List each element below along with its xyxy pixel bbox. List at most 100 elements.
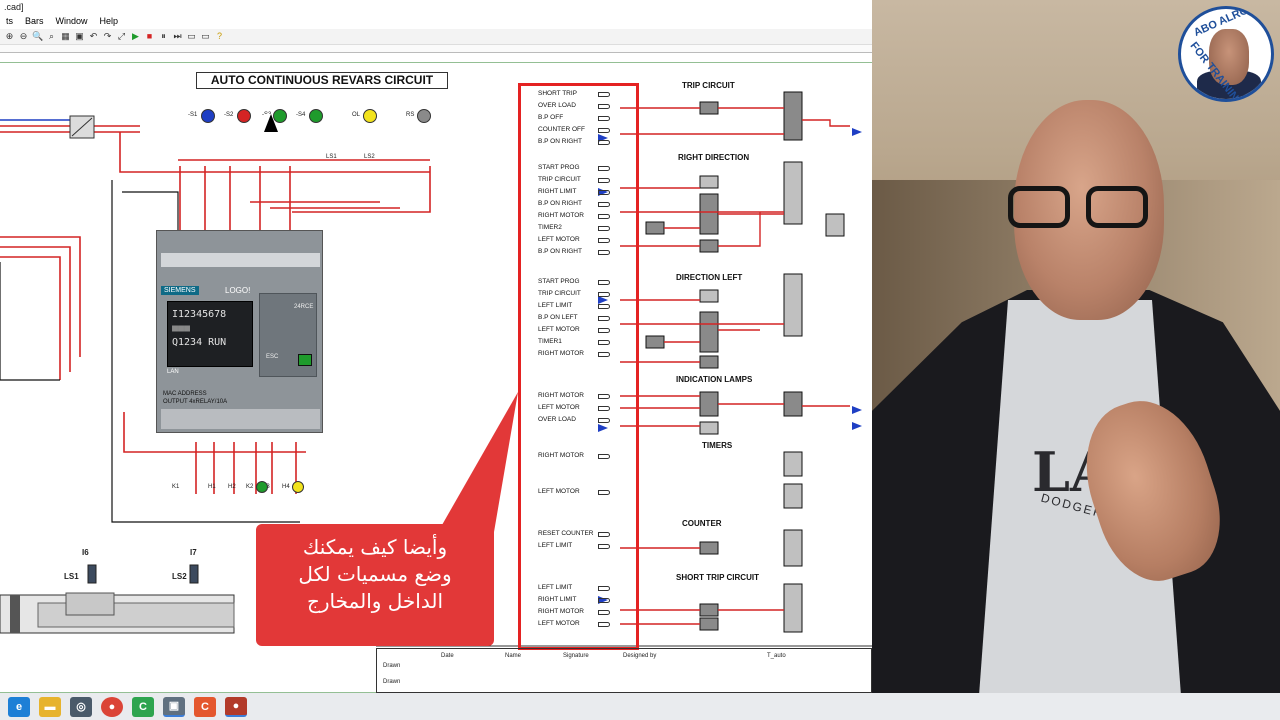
signal-label: RIGHT LIMIT (538, 596, 577, 603)
signal-connector-icon (598, 128, 610, 133)
recorder-icon[interactable]: ● (225, 696, 247, 717)
signal-label: START PROG (538, 278, 580, 285)
info-icon[interactable]: ? (216, 31, 222, 41)
lamp-h4-icon (292, 481, 304, 493)
plc-ok-icon[interactable] (298, 354, 312, 366)
signal-label: RIGHT MOTOR (538, 392, 584, 399)
signal-connector-icon (598, 140, 610, 145)
signal-label: TIMER1 (538, 338, 562, 345)
redo-icon[interactable]: ↷ (103, 31, 112, 41)
camtasia-icon[interactable]: C (132, 696, 154, 717)
plc-outputs: OUTPUT 4xRELAY/10A (163, 399, 228, 405)
lcd-inputs: I12345678 (172, 309, 227, 320)
image-icon[interactable]: ▣ (75, 31, 84, 41)
drawing-title-block: Drawn Drawn Date Name Signature Designed… (376, 648, 872, 693)
button-rs-icon[interactable] (417, 109, 431, 123)
signal-label: TRIP CIRCUIT (538, 290, 581, 297)
label-s1: -S1 (188, 112, 198, 118)
zoom-fit-icon[interactable]: 🔍 (32, 31, 44, 41)
logo-soft-icon[interactable]: ▣ (163, 696, 185, 717)
diagram-title: AUTO CONTINUOUS REVARS CIRCUIT (196, 72, 448, 89)
signal-connector-icon (598, 316, 610, 321)
plc-keypad[interactable]: 24RCE ESC (259, 293, 317, 377)
tb-designed-by: Designed by (623, 653, 657, 659)
window-icon[interactable]: ▭ (187, 31, 196, 41)
window2-icon[interactable]: ▭ (201, 31, 210, 41)
folder-icon[interactable]: ▬ (39, 696, 61, 717)
app-icon[interactable]: ◎ (70, 696, 92, 717)
webcam-feed: LA DODGERS ABO ALROSHD FOR TRAINING (872, 0, 1280, 693)
signal-connector-icon (598, 544, 610, 549)
signal-connector-icon (598, 304, 610, 309)
signal-connector-icon (598, 166, 610, 171)
label-k2: K2 (246, 484, 254, 490)
ruler (0, 45, 872, 53)
signal-label: RIGHT MOTOR (538, 608, 584, 615)
menu-item-window[interactable]: Window (55, 16, 88, 26)
grid-icon[interactable]: ▦ (61, 31, 70, 41)
label-h1: H1 (208, 484, 216, 490)
menu-item-help[interactable]: Help (99, 16, 119, 26)
label-i6: I6 (82, 548, 89, 557)
step-icon[interactable]: ⏭ (173, 31, 182, 41)
diagram-canvas[interactable]: AUTO CONTINUOUS REVARS CIRCUIT -S1 -S2 -… (0, 62, 872, 693)
signal-connector-icon (598, 394, 610, 399)
channel-badge: ABO ALROSHD FOR TRAINING (1178, 6, 1274, 102)
signal-label: COUNTER OFF (538, 126, 585, 133)
edge-icon[interactable]: e (8, 696, 30, 717)
plc-esc: ESC (266, 354, 279, 360)
zoom-out-icon[interactable]: ⊖ (19, 31, 28, 41)
signal-connector-icon (598, 250, 610, 255)
menu-item-bars[interactable]: Bars (25, 16, 44, 26)
tb-file: T_auto (767, 653, 786, 659)
pause-icon[interactable]: ⏸ (161, 31, 166, 41)
label-h2: H2 (228, 484, 236, 490)
signal-label: LEFT LIMIT (538, 302, 573, 309)
stop-icon[interactable]: ■ (146, 31, 153, 41)
menu-item-tools[interactable]: ts (6, 16, 14, 26)
link-icon[interactable]: ⤢ (117, 31, 126, 41)
label-rs: RS (406, 112, 415, 118)
signal-connector-icon (598, 490, 610, 495)
siemens-logo-plc[interactable]: SIEMENS LOGO! I12345678 ■■■ Q1234 RUN LA… (156, 230, 323, 433)
label-h4: H4 (282, 484, 290, 490)
signal-label: RESET COUNTER (538, 530, 594, 537)
button-s1-icon[interactable] (201, 109, 215, 123)
section-left: DIRECTION LEFT (676, 273, 743, 282)
signal-label: RIGHT MOTOR (538, 452, 584, 459)
tb-drawn-2: Drawn (383, 679, 401, 685)
signal-connector-icon (598, 214, 610, 219)
label-ls2: LS2 (364, 154, 375, 160)
cad-application-window: .cad] ts Bars Window Help ⊕ ⊖ 🔍 ⌕ ▦ ▣ ↶ … (0, 0, 872, 693)
signal-connector-icon (598, 622, 610, 627)
button-s2-icon[interactable] (237, 109, 251, 123)
tb-name: Name (505, 653, 522, 659)
section-right: RIGHT DIRECTION (678, 153, 750, 162)
chrome-icon[interactable]: ● (101, 696, 123, 717)
output-terminal-strip (161, 409, 320, 429)
callout-line-2: وضع مسميات لكل (298, 562, 452, 586)
plc-mac: MAC ADDRESS (163, 391, 207, 397)
tb-signature: Signature (563, 653, 589, 659)
signal-label: SHORT TRIP (538, 90, 578, 97)
undo-icon[interactable]: ↶ (89, 31, 98, 41)
screen-icon[interactable]: C (194, 696, 216, 717)
zoom-area-icon[interactable]: ⌕ (48, 31, 55, 41)
section-lamps: INDICATION LAMPS (676, 375, 753, 384)
signal-label: RIGHT MOTOR (538, 350, 584, 357)
run-icon[interactable]: ▶ (132, 31, 139, 41)
signal-connector-icon (598, 610, 610, 615)
signal-connector-icon (598, 238, 610, 243)
glasses-icon (1008, 186, 1154, 232)
signal-connector-icon (598, 280, 610, 285)
zoom-in-icon[interactable]: ⊕ (5, 31, 14, 41)
toolbar: ⊕ ⊖ 🔍 ⌕ ▦ ▣ ↶ ↷ ⤢ ▶ ■ ⏸ ⏭ ▭ ▭ ? (0, 29, 872, 45)
signal-connector-icon (598, 340, 610, 345)
button-s4-icon[interactable] (309, 109, 323, 123)
signal-label: LEFT MOTOR (538, 236, 580, 243)
signal-connector-icon (598, 178, 610, 183)
tb-drawn-1: Drawn (383, 663, 401, 669)
menu-bar: ts Bars Window Help (0, 14, 872, 29)
label-s4: -S4 (296, 112, 306, 118)
callout-line-3: الداخل والمخارج (306, 589, 443, 613)
